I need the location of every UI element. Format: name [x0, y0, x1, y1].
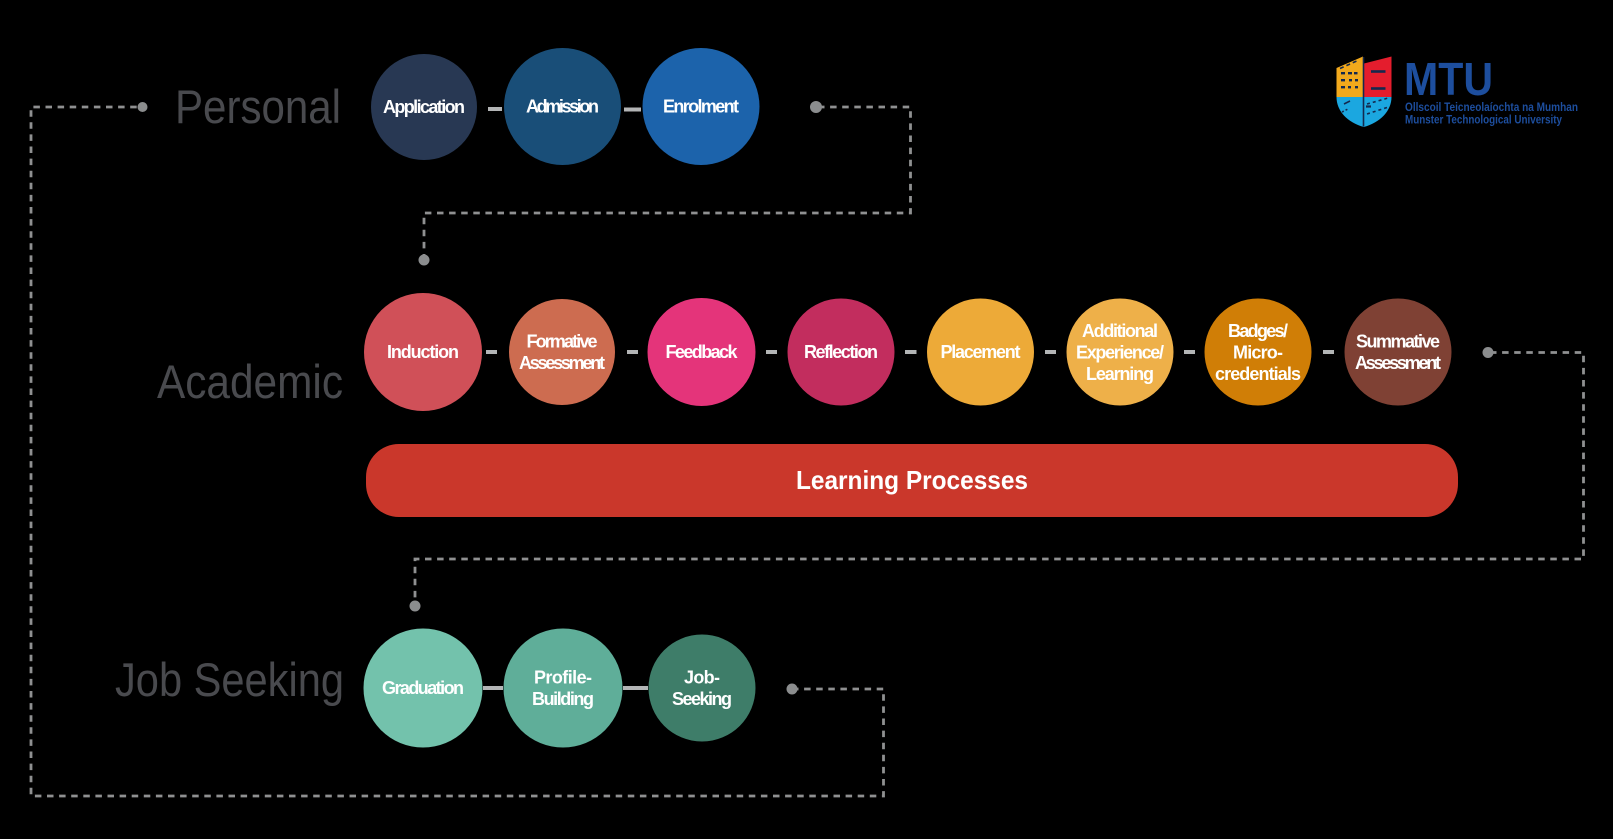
svg-text:Assessment: Assessment [519, 353, 605, 373]
svg-text:Induction: Induction [387, 342, 459, 362]
svg-text:Graduation: Graduation [382, 678, 464, 698]
svg-text:Badges/: Badges/ [1228, 321, 1288, 341]
svg-text:Application: Application [383, 97, 465, 117]
svg-text:Admission: Admission [526, 97, 599, 117]
svg-text:Learning Processes: Learning Processes [796, 465, 1028, 495]
svg-text:Job-: Job- [684, 668, 720, 688]
svg-text:credentials: credentials [1215, 364, 1301, 384]
svg-text:Munster Technological Universi: Munster Technological University [1405, 115, 1563, 127]
svg-text:Additional: Additional [1082, 321, 1158, 341]
svg-text:MTU: MTU [1404, 53, 1493, 105]
svg-text:Ollscoil Teicneolaíochta na Mu: Ollscoil Teicneolaíochta na Mumhan [1405, 102, 1578, 114]
svg-text:Job Seeking: Job Seeking [115, 653, 344, 706]
svg-text:Experience/: Experience/ [1076, 343, 1164, 363]
svg-text:Reflection: Reflection [804, 342, 878, 362]
svg-text:Seeking: Seeking [672, 689, 732, 709]
svg-text:Personal: Personal [175, 80, 341, 133]
svg-text:Summative: Summative [1356, 332, 1440, 352]
svg-text:Learning: Learning [1086, 364, 1154, 384]
svg-text:Feedback: Feedback [666, 342, 739, 362]
svg-text:Assessment: Assessment [1355, 353, 1441, 373]
svg-text:Academic: Academic [157, 355, 343, 408]
svg-text:Building: Building [532, 689, 594, 709]
svg-text:Placement: Placement [941, 342, 1021, 362]
svg-text:Formative: Formative [527, 332, 598, 352]
svg-text:Enrolment: Enrolment [663, 97, 739, 117]
svg-text:Micro-: Micro- [1233, 343, 1283, 363]
svg-text:Profile-: Profile- [534, 668, 592, 688]
